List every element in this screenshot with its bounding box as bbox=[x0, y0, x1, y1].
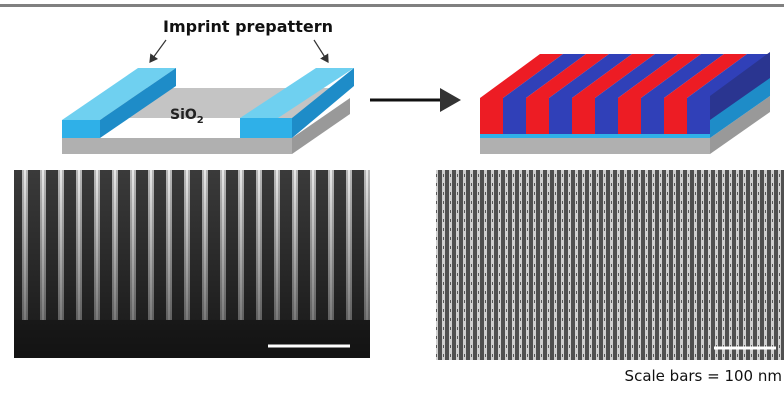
block-copolymer-front bbox=[480, 98, 710, 134]
stripe-front-8 bbox=[664, 98, 687, 134]
substrate-front bbox=[62, 138, 292, 154]
annotation-arrow-right bbox=[313, 39, 329, 64]
stripe-top-8 bbox=[664, 54, 747, 98]
substrate-side bbox=[292, 98, 350, 154]
stripe-top-9 bbox=[687, 54, 770, 98]
stripe-front-0 bbox=[480, 98, 503, 134]
scale-bar-caption: Scale bars = 100 nm bbox=[624, 367, 782, 385]
assembled-schematic bbox=[480, 52, 770, 154]
substrate-label: SiO2 bbox=[170, 107, 204, 126]
stripe-front-3 bbox=[549, 98, 572, 134]
stripe-front-6 bbox=[618, 98, 641, 134]
top-rule bbox=[0, 4, 784, 7]
stripe-top-2 bbox=[526, 54, 609, 98]
right-guide-top bbox=[240, 68, 354, 118]
annotation-arrow-left bbox=[149, 39, 167, 63]
sem-prepattern-image bbox=[14, 170, 370, 358]
prepattern-schematic bbox=[62, 68, 354, 154]
left-guide-front bbox=[62, 120, 100, 138]
stripe-front-9 bbox=[687, 98, 710, 134]
stripe-top-4 bbox=[572, 54, 655, 98]
right-guide-front bbox=[240, 118, 292, 138]
sem-assembled-image bbox=[436, 170, 784, 360]
stripe-top-7 bbox=[641, 54, 724, 98]
stripe-top-1 bbox=[503, 54, 586, 98]
stripe-top-5 bbox=[595, 54, 678, 98]
left-guide-top bbox=[62, 68, 176, 120]
left-guide-side bbox=[100, 68, 176, 138]
imprint-prepattern-title: Imprint prepattern bbox=[163, 17, 333, 36]
stripe-front-5 bbox=[595, 98, 618, 134]
block-copolymer-top bbox=[480, 54, 770, 98]
stripe-top-6 bbox=[618, 54, 701, 98]
stripe-top-3 bbox=[549, 54, 632, 98]
stripe-top-0 bbox=[480, 54, 563, 98]
stripe-front-2 bbox=[526, 98, 549, 134]
right-guide-side bbox=[292, 68, 354, 138]
stripe-front-1 bbox=[503, 98, 526, 134]
stripe-front-7 bbox=[641, 98, 664, 134]
stripe-front-4 bbox=[572, 98, 595, 134]
